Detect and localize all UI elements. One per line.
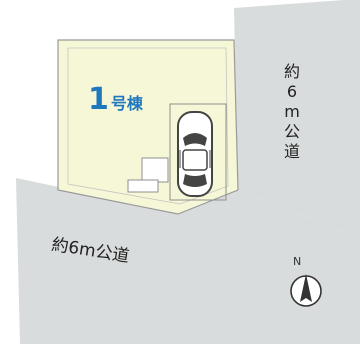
east-road-char: 6 [286, 82, 298, 101]
east-road-char: m [284, 102, 300, 121]
entrance-step-lower [127, 179, 159, 193]
east-road-char: 道 [283, 142, 300, 161]
entrance-step [141, 157, 169, 183]
lot-number: 1 [88, 82, 109, 117]
compass-icon [290, 274, 322, 307]
road-east [234, 0, 360, 232]
lot-suffix: 号棟 [110, 94, 143, 113]
east-road-label: 約 6 m 公 道 [278, 62, 306, 162]
north-letter: N [293, 255, 302, 268]
east-road-char: 約 [283, 62, 300, 81]
car-icon [177, 111, 213, 197]
parking-space [169, 103, 227, 201]
east-road-char: 公 [283, 122, 300, 141]
road-south [16, 178, 360, 344]
